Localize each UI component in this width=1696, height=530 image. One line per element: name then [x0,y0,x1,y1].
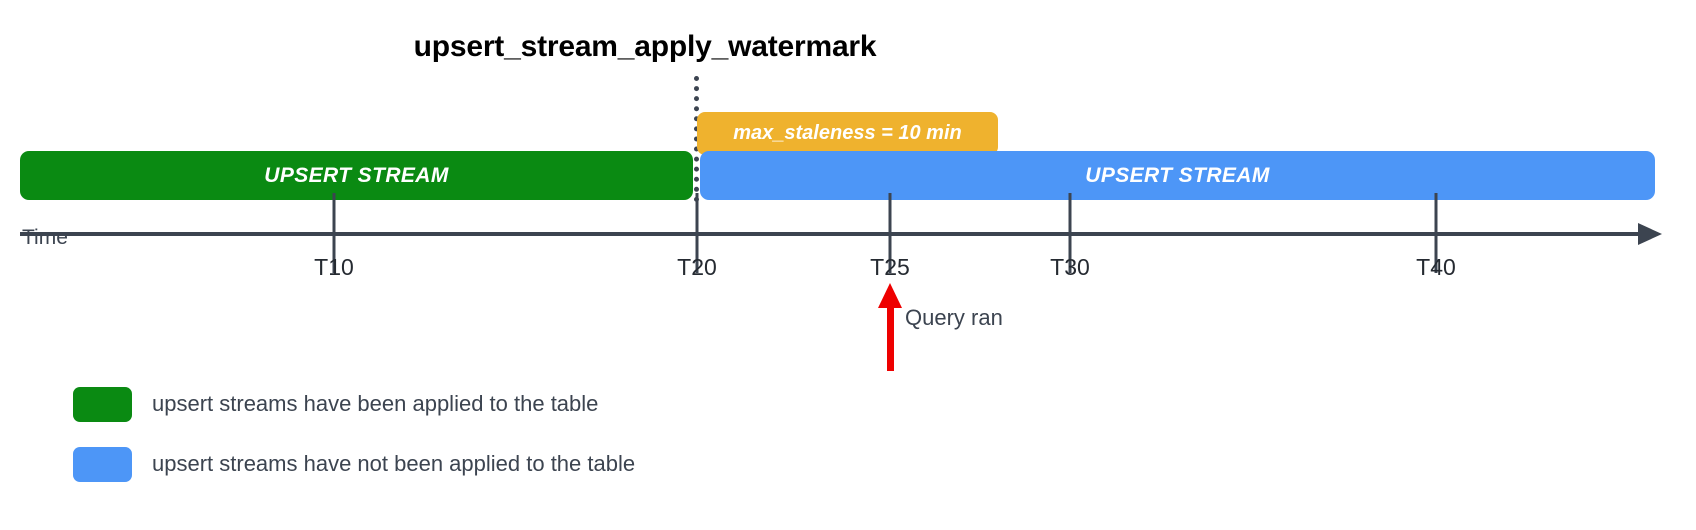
axis-tick-label: T25 [870,254,910,280]
query-ran-label: Query ran [905,305,1003,330]
axis-tick-label: T40 [1416,254,1456,280]
time-axis-line [20,232,1647,236]
legend: upsert streams have been applied to the … [73,386,635,506]
axis-tick [332,193,336,273]
upsert-stream-not-applied-label: UPSERT STREAM [1085,163,1270,187]
watermark-dotted-line [694,76,699,202]
max-staleness-label: max_staleness = 10 min [733,122,962,144]
legend-item-not-applied: upsert streams have not been applied to … [73,446,635,482]
max-staleness-bar: max_staleness = 10 min [697,112,998,155]
legend-label-applied: upsert streams have been applied to the … [152,391,599,416]
upsert-stream-applied-label: UPSERT STREAM [264,163,449,187]
legend-item-applied: upsert streams have been applied to the … [73,386,635,422]
axis-tick [1434,193,1438,273]
axis-tick [695,193,699,273]
axis-tick-label: T20 [677,254,717,280]
axis-tick-label: T10 [314,254,354,280]
upsert-stream-applied-bar: UPSERT STREAM [20,151,693,200]
time-axis-label: Time [22,226,68,249]
query-ran-arrow-icon [887,305,894,371]
upsert-stream-not-applied-bar: UPSERT STREAM [700,151,1655,200]
diagram-title: upsert_stream_apply_watermark [413,30,877,63]
legend-label-not-applied: upsert streams have not been applied to … [152,451,636,476]
time-axis-arrow-icon [1638,223,1662,245]
query-ran-arrow-head-icon [878,283,902,308]
legend-swatch-green [73,386,132,422]
legend-swatch-blue [73,446,132,482]
axis-tick [888,193,892,273]
axis-tick-label: T30 [1050,254,1090,280]
axis-tick [1068,193,1072,273]
